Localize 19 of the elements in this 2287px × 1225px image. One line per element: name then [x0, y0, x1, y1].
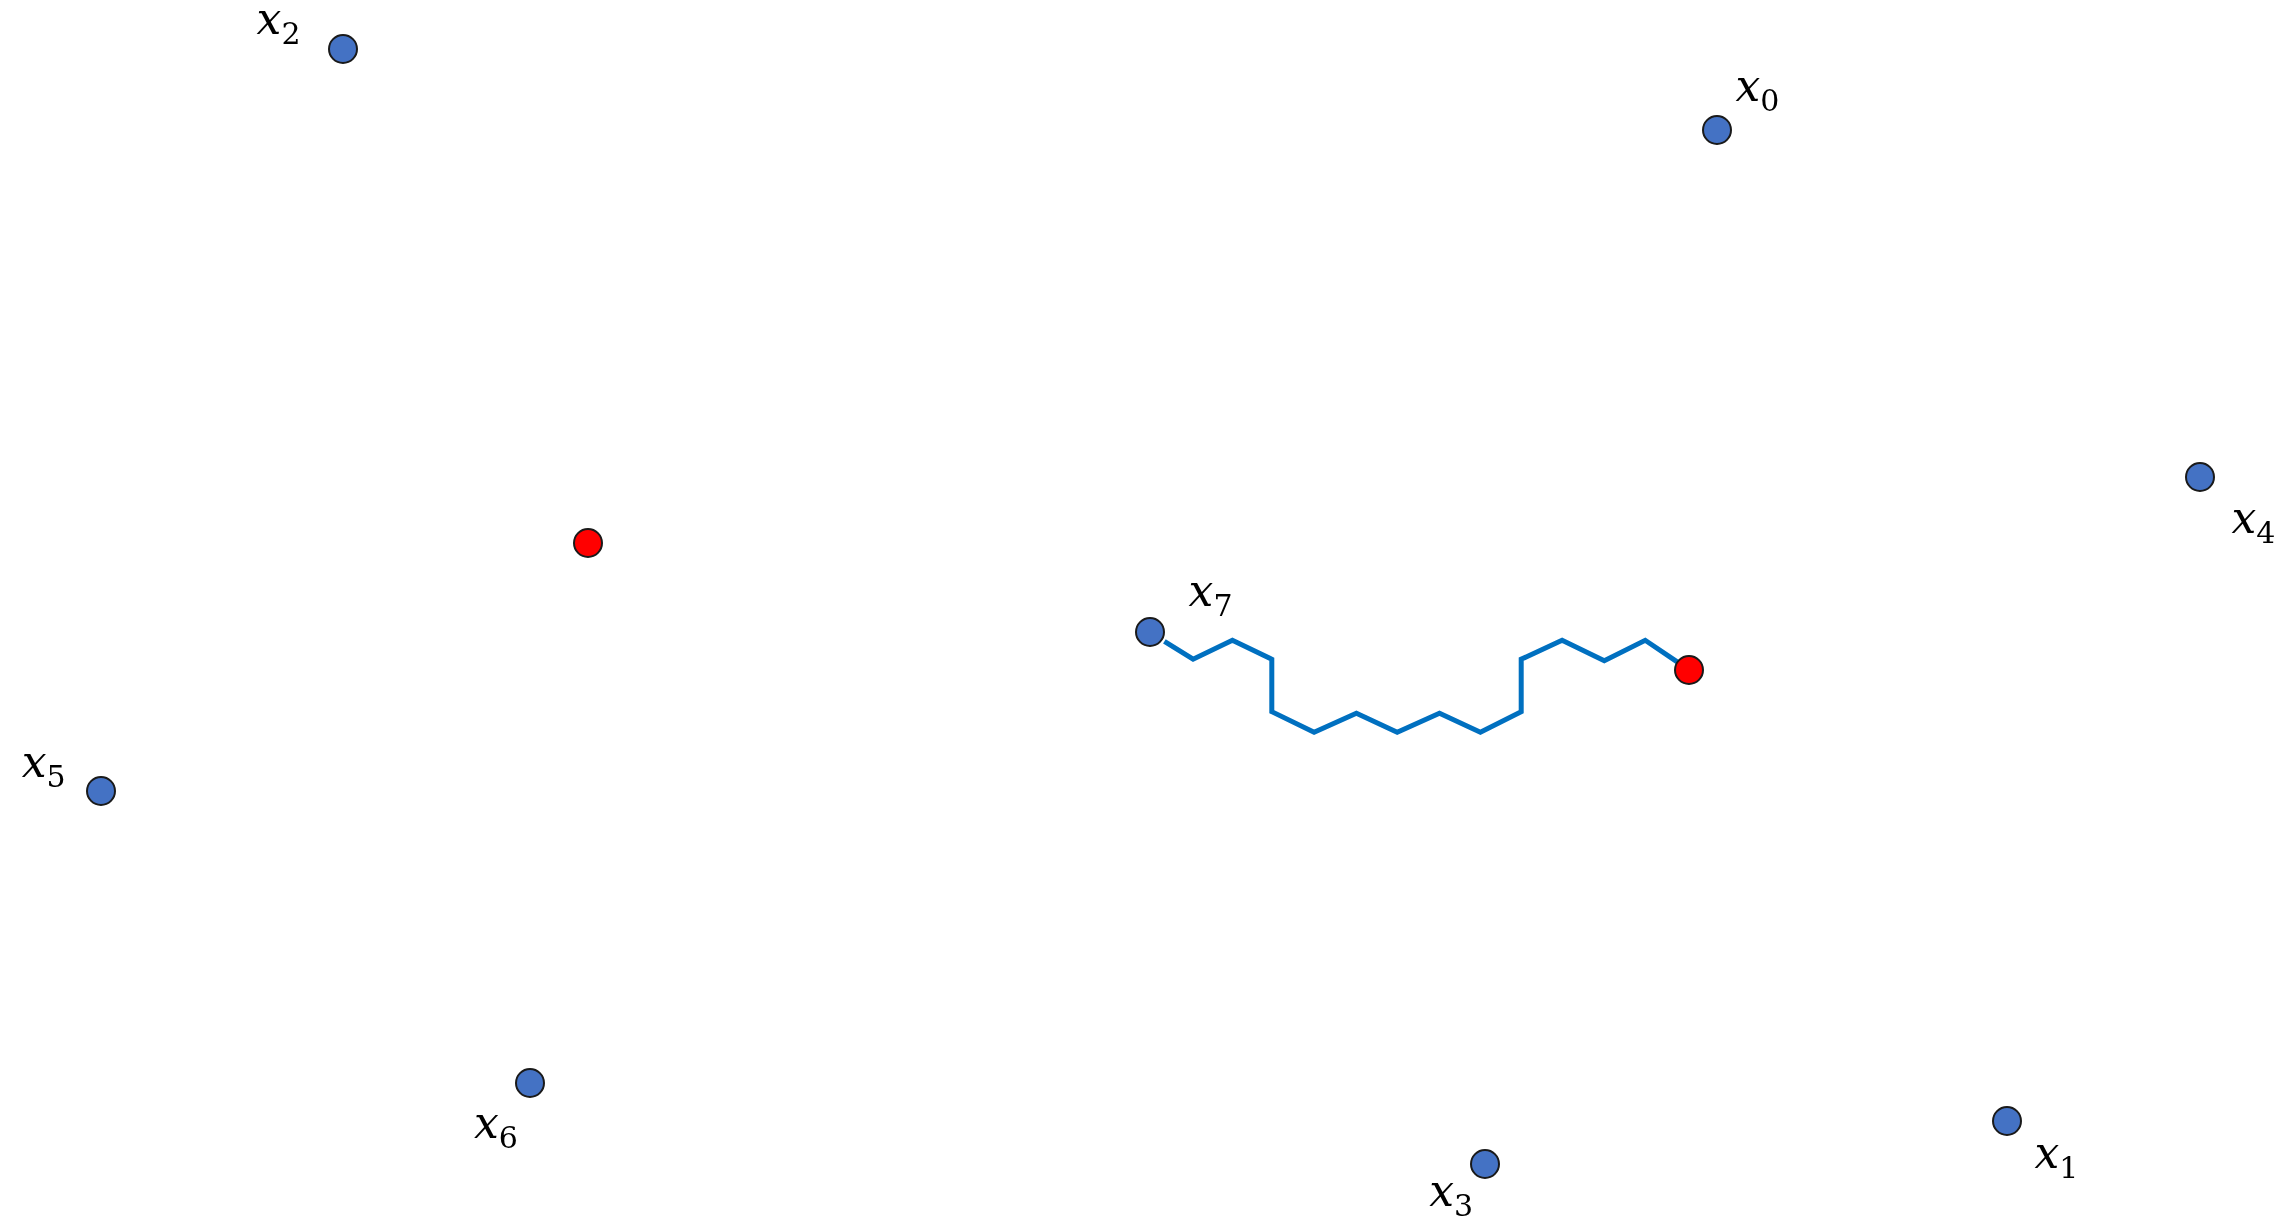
point-marker: [1674, 654, 1705, 685]
point-marker: [1470, 1149, 1501, 1180]
point-marker: [2184, 462, 2215, 493]
point-label: x$_{2}$: [256, 0, 301, 50]
zigzag-path: [1163, 637, 1679, 735]
point-marker: [573, 528, 604, 558]
point-label: x$_{6}$: [473, 1101, 518, 1154]
point-marker: [86, 775, 117, 806]
point-label: x$_{1}$: [2034, 1130, 2079, 1183]
point-marker: [328, 33, 359, 64]
point-label: x$_{4}$: [2231, 496, 2276, 548]
point-label: x$_{5}$: [21, 739, 66, 792]
point-marker: [1134, 617, 1165, 647]
point-label: x$_{0}$: [1735, 64, 1780, 117]
point-marker: [1992, 1105, 2023, 1136]
point-label: x$_{3}$: [1429, 1168, 1474, 1221]
point-marker: [1702, 115, 1733, 146]
point-marker: [514, 1067, 545, 1098]
point-label: x$_{7}$: [1188, 569, 1233, 621]
